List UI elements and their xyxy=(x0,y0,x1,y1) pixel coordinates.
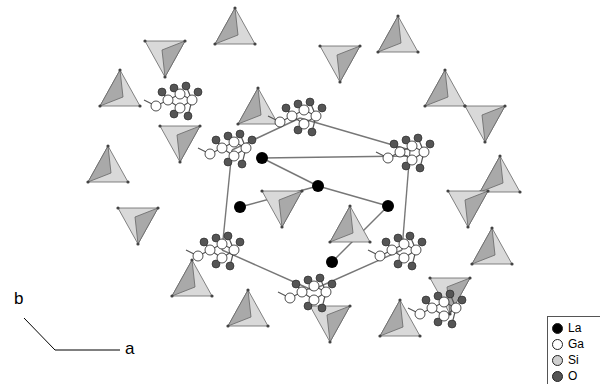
legend-text: La xyxy=(568,322,581,334)
legend-text: Ga xyxy=(568,338,584,350)
legend-swatch xyxy=(552,371,563,382)
legend-text: O xyxy=(568,370,577,382)
legend-box: LaGaSiO xyxy=(547,316,600,384)
axis-label: b xyxy=(14,290,23,307)
legend-swatch xyxy=(552,355,563,366)
legend-row: Si xyxy=(552,352,600,368)
legend-swatch xyxy=(552,323,563,334)
axis-label: a xyxy=(125,340,134,357)
legend-swatch xyxy=(552,339,563,350)
legend-row: O xyxy=(552,368,600,384)
legend-text: Si xyxy=(568,354,579,366)
legend-row: Ga xyxy=(552,336,600,352)
legend-row: La xyxy=(552,320,600,336)
